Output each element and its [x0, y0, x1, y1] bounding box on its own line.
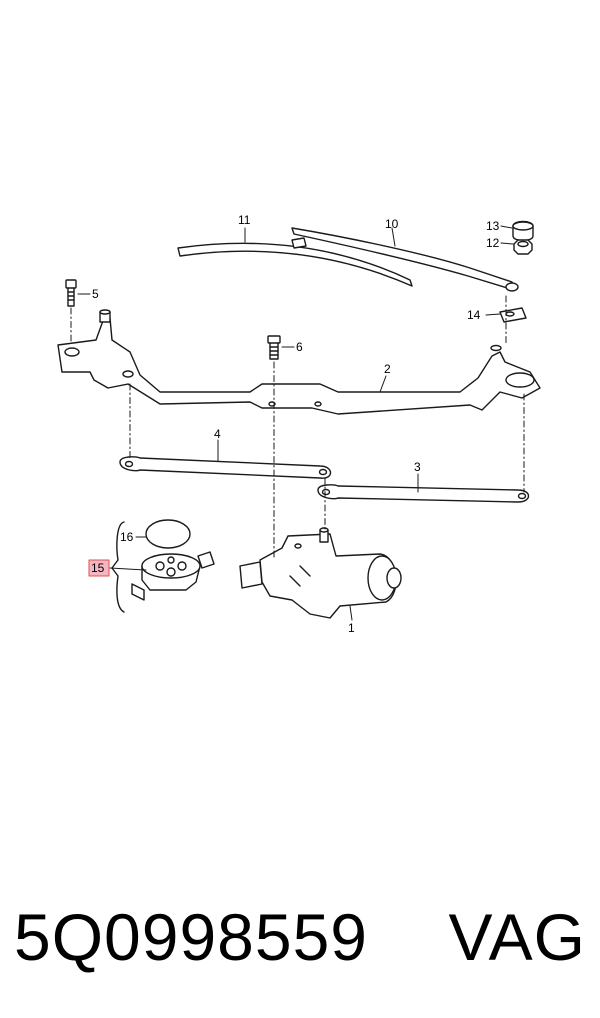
wiper-arm-10 [291, 227, 519, 292]
wiper-motor-1 [239, 527, 402, 619]
wiper-blade-11 [177, 237, 413, 287]
washer-14 [499, 307, 527, 323]
callout-2: 2 [384, 362, 391, 376]
callout-5: 5 [92, 287, 99, 301]
connecting-rod-3 [317, 484, 530, 503]
callout-16: 16 [120, 530, 134, 544]
screw-5 [65, 279, 77, 307]
callout-1: 1 [348, 621, 355, 635]
screw-6 [267, 335, 281, 360]
callout-labels: 11 10 13 12 14 5 6 2 4 3 16 15 1 [88, 213, 500, 635]
part-number: 5Q0998559 [14, 900, 368, 974]
callout-11: 11 [238, 213, 251, 227]
cap-13 [512, 220, 534, 242]
wiper-frame-2 [57, 309, 541, 415]
callout-15: 15 [91, 561, 105, 575]
nut-12 [513, 239, 533, 255]
brand-label: VAG [448, 900, 586, 974]
callout-3: 3 [414, 460, 421, 474]
callout-4: 4 [214, 427, 221, 441]
connecting-rod-4 [119, 456, 332, 479]
rain-sensor-15 [131, 551, 215, 601]
callout-12: 12 [486, 236, 500, 250]
alignment-lines [70, 295, 525, 561]
leader-lines [77, 225, 514, 621]
footer: 5Q0998559 VAG [14, 892, 586, 982]
callout-6: 6 [296, 340, 303, 354]
callout-13: 13 [486, 219, 500, 233]
callout-14: 14 [467, 308, 481, 322]
callout-15-highlight [88, 559, 110, 577]
wiper-assembly-diagram: 11 10 13 12 14 5 6 2 4 3 16 15 1 [57, 213, 541, 635]
seal-ring-16 [145, 519, 191, 549]
callout-10: 10 [385, 217, 399, 231]
